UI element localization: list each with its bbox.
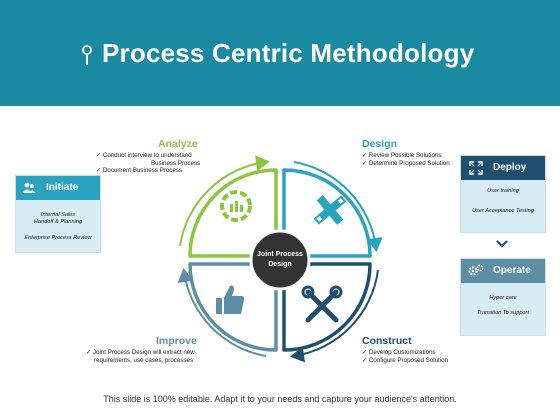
footer-note: This slide is 100% editable. Adapt it to… [103,394,457,404]
center-label-line1: Joint Process [257,251,303,258]
header-banner: Process Centric Methodology [0,0,560,106]
deploy-body: User training User Acceptance Testing [461,188,545,223]
initiate-card: Initiate Internal Sales Handoff & Planni… [15,175,101,253]
analyze-title: Analyze [158,138,198,150]
center-hub [249,229,311,291]
list-item: ✓ Conduct interview to understand [96,152,192,159]
list-item: User training [487,188,519,194]
center-label: Joint Process Design [251,250,309,270]
list-item: ✓ Determine Proposed Solution [362,159,450,167]
wrench-screwdriver-icon [301,285,343,323]
chart-icon [220,190,252,222]
operate-title: Operate [493,265,531,276]
gears-icon [468,264,484,276]
center-label-line2: Design [268,261,292,268]
initiate-body: Internal Sales Handoff & Planning Enterp… [16,212,100,251]
list-item: Hyper care [489,295,517,301]
operate-body: Hyper care Transition To support [461,295,545,325]
list-item: ✓ Document Business Process [96,167,183,175]
list-item: Transition To support [477,310,529,316]
chevron-down-icon [496,240,508,248]
list-item: requirements, use cases, processes [94,356,194,364]
operate-card: Operate Hyper care Transition To support [460,258,546,336]
deploy-card: Deploy User training User Acceptance Tes… [460,155,546,233]
deploy-header: Deploy [461,156,545,180]
improve-title: Improve [156,335,197,347]
design-list: ✓ Review Possible Solutions ✓ Determine … [362,152,450,167]
list-item: ✓ Joint Process Design will extract new [86,349,195,356]
deploy-title: Deploy [493,162,527,173]
construct-title: Construct [362,335,412,347]
list-item: User Acceptance Testing [472,208,534,214]
operate-header: Operate [461,259,545,283]
analyze-list: ✓ Conduct interview to understand Busine… [96,152,200,175]
list-item: ✓ Develop Customizations [362,349,436,356]
users-icon [22,182,36,193]
construct-list: ✓ Develop Customizations ✓ Configure Pro… [362,349,448,364]
list-item: Internal Sales [40,212,76,218]
thumbs-up-icon [216,285,245,314]
design-tools-icon [313,195,347,225]
initiate-header: Initiate [16,176,100,200]
design-title: Design [362,138,398,150]
list-item: Business Process [151,159,201,167]
expand-arrows-icon [469,161,483,175]
list-item: ✓ Review Possible Solutions [362,152,442,159]
list-item: Enterprise Process Review [24,235,92,241]
quadrant-construct [282,262,379,363]
page-title: Process Centric Methodology [102,38,475,68]
improve-list: ✓ Joint Process Design will extract new … [86,349,195,364]
initiate-title: Initiate [46,182,79,193]
list-item: ✓ Configure Proposed Solution [362,356,449,364]
list-item: Handoff & Planning [33,219,83,225]
lightbulb-icon [82,45,92,65]
quadrant-analyze [179,155,278,258]
